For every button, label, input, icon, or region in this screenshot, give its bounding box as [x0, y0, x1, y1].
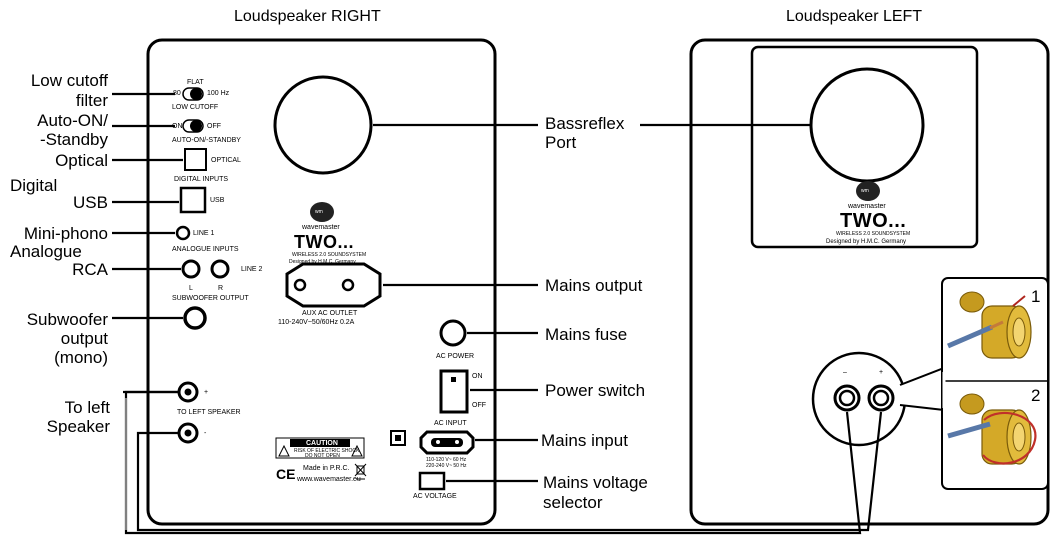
rca-left-jack	[181, 259, 201, 279]
callout-voltage-selector-2: selector	[543, 493, 603, 512]
label-ac-input-spec1: 110-120 V~ 60 Hz	[426, 457, 467, 463]
rca-right-jack	[210, 259, 230, 279]
brand-tagline-right: WIRELESS 2.0 SOUNDSYSTEM	[292, 252, 367, 258]
callout-subwoofer-3: (mono)	[54, 348, 108, 367]
label-switch-off: OFF	[472, 402, 486, 409]
callout-usb: USB	[73, 193, 108, 212]
label-on: ON	[172, 123, 183, 130]
callout-subwoofer-2: output	[60, 329, 108, 348]
callout-lines-left	[112, 92, 183, 320]
ac-voltage-selector	[418, 471, 446, 491]
logo-mark-left: wm	[861, 188, 869, 194]
label-website: www.wavemaster.eu	[297, 476, 361, 483]
bassreflex-port-left	[809, 67, 925, 183]
brand-tagline-left: WIRELESS 2.0 SOUNDSYSTEM	[836, 231, 911, 237]
callout-power-switch: Power switch	[545, 381, 646, 400]
label-plus: +	[204, 389, 209, 396]
label-terminal-plus: +	[879, 369, 884, 376]
brand-model-right: TWO...	[294, 232, 354, 252]
label-ac-input: AC INPUT	[434, 420, 467, 427]
label-l: L	[189, 285, 193, 292]
label-terminal-minus: –	[843, 369, 847, 376]
label-ac-input-spec2: 220-240 V~ 50 Hz	[426, 463, 467, 469]
label-line1: LINE 1	[193, 230, 215, 237]
callout-auto-on-2: -Standby	[39, 130, 108, 149]
label-usb: USB	[210, 197, 225, 204]
callout-low-cutoff-1: Low cutoff	[30, 71, 108, 90]
wavemaster-logo-left	[856, 181, 880, 201]
callout-mains-output: Mains output	[545, 276, 643, 295]
label-minus: -	[204, 430, 207, 437]
logo-mark-right: wm	[315, 209, 323, 215]
bassreflex-port-right	[273, 75, 373, 175]
header-right-speaker: Loudspeaker RIGHT	[234, 8, 381, 25]
callout-low-cutoff-2: filter	[75, 91, 108, 110]
callout-to-left-2: Speaker	[46, 417, 110, 436]
label-r: R	[218, 285, 224, 292]
label-ce: CE	[276, 466, 296, 482]
label-to-left-speaker: TO LEFT SPEAKER	[177, 409, 241, 416]
binding-post-step2	[947, 393, 1037, 465]
label-caution: CAUTION	[306, 440, 338, 447]
label-flat: FLAT	[187, 79, 204, 86]
label-ac-voltage: AC VOLTAGE	[413, 493, 457, 500]
label-aux-ac-rating: 110-240V~50/60Hz 0.2A	[278, 319, 355, 326]
callout-to-left-1: To left	[64, 398, 110, 417]
brand-maker-left: wavemaster	[848, 203, 886, 210]
callout-digital: Digital	[10, 176, 58, 195]
inset-step-1: 1	[1031, 287, 1041, 306]
callout-mains-input: Mains input	[541, 431, 628, 450]
usb-port	[179, 186, 207, 214]
label-100hz: 100 Hz	[207, 90, 230, 97]
weee-bin-icon	[354, 463, 367, 480]
callout-mains-fuse: Mains fuse	[545, 325, 628, 344]
callout-optical: Optical	[55, 151, 108, 170]
label-digital-inputs: DIGITAL INPUTS	[174, 176, 229, 183]
header-left-speaker: Loudspeaker LEFT	[786, 8, 923, 25]
callout-mini-phono: Mini-phono	[23, 224, 108, 243]
label-80: 80	[173, 90, 181, 97]
callout-bassreflex-1: Bassreflex	[545, 114, 625, 133]
inset-pointer	[899, 366, 945, 412]
label-switch-on: ON	[472, 373, 483, 380]
label-caution-sub2: DO NOT OPEN	[305, 453, 340, 459]
wavemaster-logo-right	[310, 202, 334, 222]
speaker-cable	[123, 390, 883, 535]
label-made-in: Made in P.R.C.	[303, 465, 350, 472]
label-line2: LINE 2	[241, 266, 263, 273]
label-low-cutoff: LOW CUTOFF	[172, 104, 219, 111]
label-aux-ac-outlet: AUX AC OUTLET	[302, 310, 358, 317]
label-caution-sub1: RISK OF ELECTRIC SHOCK	[294, 448, 360, 454]
label-auto-standby: AUTO-ON/-STANDBY	[172, 137, 241, 144]
brand-designed-right: Designed by H.M.C. Germany	[289, 259, 356, 265]
binding-post-step1	[947, 291, 1032, 359]
mini-phono-jack	[175, 225, 191, 241]
right-speaker-cabinet	[146, 38, 497, 526]
callout-auto-on-1: Auto-ON/	[37, 111, 108, 130]
label-off: OFF	[207, 123, 221, 130]
inset-step-2: 2	[1031, 386, 1041, 405]
callout-rca: RCA	[72, 260, 108, 279]
label-subwoofer-output: SUBWOOFER OUTPUT	[172, 295, 249, 302]
brand-designed-left: Designed by H.M.C. Germany	[826, 239, 907, 245]
callout-analogue: Analogue	[10, 242, 82, 261]
mains-fuse	[439, 319, 467, 347]
brand-maker-right: wavemaster	[302, 224, 340, 231]
label-optical: OPTICAL	[211, 157, 241, 164]
optical-port	[184, 148, 207, 171]
aux-ac-outlet	[285, 262, 382, 308]
callout-subwoofer-1: Subwoofer	[26, 310, 108, 329]
brand-model-left: TWO...	[840, 210, 907, 232]
label-ac-power: AC POWER	[436, 353, 475, 360]
label-analogue-inputs: ANALOGUE INPUTS	[172, 246, 239, 253]
callout-bassreflex-2: Port	[545, 133, 577, 152]
callout-voltage-selector-1: Mains voltage	[543, 473, 648, 492]
subwoofer-jack	[183, 306, 207, 330]
callout-lines-right	[373, 123, 812, 483]
left-speaker-front-panel	[750, 45, 979, 249]
